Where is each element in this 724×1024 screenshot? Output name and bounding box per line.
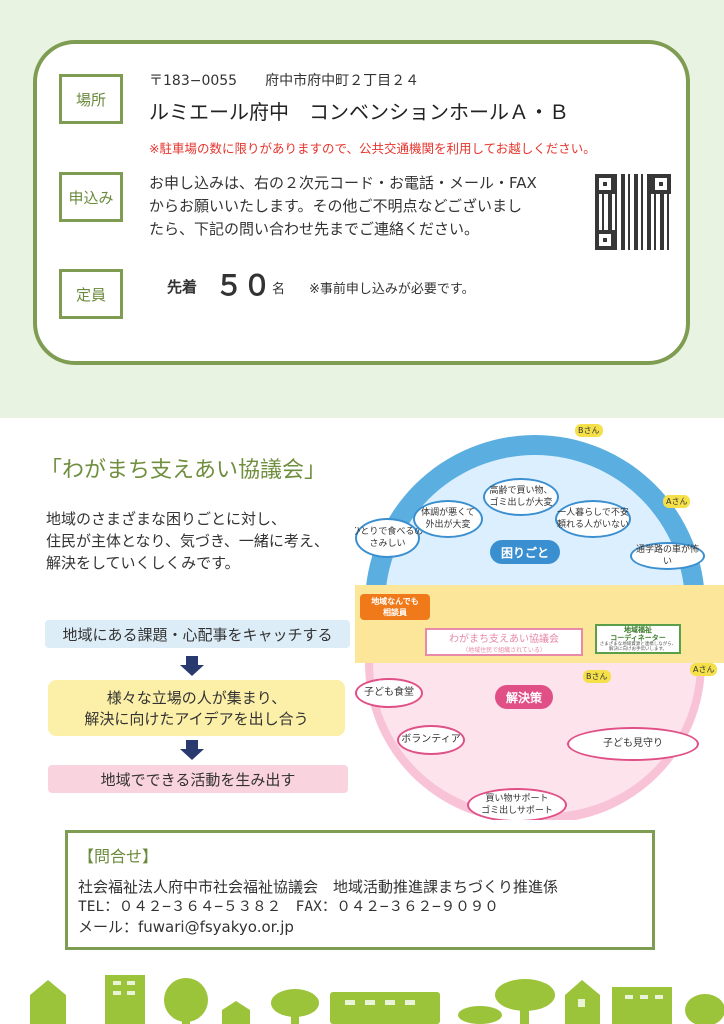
capacity-unit: 名 <box>272 282 286 297</box>
step-ideas: 様々な立場の人が集まり、 解決に向けたアイデアを出し合う <box>48 680 345 736</box>
problem-bubble: 体調が悪くて 外出が大変 <box>413 500 483 538</box>
event-info-section: 場所 〒183−0055 府中市府中町２丁目２４ ルミエール府中 コンベンション… <box>0 0 724 418</box>
person-tag: Aさん <box>690 663 718 676</box>
coordinator-box: 地域福祉 コーディネーター さまざまな地域資源と連携しながら、 解決に向けお手伝… <box>595 624 681 654</box>
problems-label: 困りごと <box>490 540 560 564</box>
coordinator-title: 地域福祉 コーディネーター <box>610 626 666 642</box>
solution-bubble: 子ども見守り <box>567 727 699 761</box>
council-description: 地域のさまざまな困りごとに対し、 住民が主体となり、気づき、一緒に考え、 解決を… <box>46 508 329 574</box>
capacity-label: 定員 <box>59 269 123 319</box>
step-line: 解決に向けたアイデアを出し合う <box>84 710 309 728</box>
consultant-tag: 地域なんでも 相談員 <box>360 594 430 620</box>
council-title: 「わがまち支えあい協議会」 <box>40 458 327 483</box>
step-line: 様々な立場の人が集まり、 <box>106 689 287 707</box>
person-tag: Bさん <box>583 670 611 683</box>
solutions-label: 解決策 <box>495 685 553 709</box>
person-tag: Bさん <box>575 424 603 437</box>
problem-bubble: 高齢で買い物、 ゴミ出しが大変 <box>483 478 559 516</box>
council-name: わがまち支えあい協議会 <box>449 634 559 645</box>
apply-line: からお願いいたします。その他ご不明点などございまし <box>149 197 523 215</box>
apply-line: お申し込みは、右の２次元コード・お電話・メール・FAX <box>149 174 537 192</box>
contact-box: 【問合せ】 社会福祉法人府中市社会福祉協議会 地域活動推進課まちづくり推進係 T… <box>65 830 655 950</box>
desc-line: 地域のさまざまな困りごとに対し、 <box>46 510 287 528</box>
coordinator-desc: さまざまな地域資源と連携しながら、 解決に向けお手伝いします。 <box>599 642 677 652</box>
apply-line: たら、下記の問い合わせ先までご連絡ください。 <box>149 220 480 238</box>
contact-phone[interactable]: TEL：０４２−３６４−５３８２ FAX：０４２−３６２−９０９０ <box>78 899 499 915</box>
step-catch: 地域にある課題・心配事をキャッチする <box>45 620 350 648</box>
step-activities: 地域でできる活動を生み出す <box>48 765 348 793</box>
problem-bubble: 通学路の車が怖い <box>630 542 705 570</box>
solution-bubble: 子ども食堂 <box>355 678 423 708</box>
solution-bubble: ボランティア <box>397 725 465 755</box>
capacity-note: ※事前申し込みが必要です。 <box>309 282 475 297</box>
capacity-prefix: 先着 <box>167 278 198 296</box>
contact-heading: 【問合せ】 <box>78 847 159 866</box>
apply-label: 申込み <box>59 172 123 222</box>
contact-email[interactable]: メール：fuwari@fsyakyo.or.jp <box>78 918 294 936</box>
apply-text: お申し込みは、右の２次元コード・お電話・メール・FAX からお願いいたします。そ… <box>149 172 537 241</box>
problem-bubble: 一人暮らしで不安 頼れる人がいない <box>555 500 631 538</box>
qr-code[interactable] <box>595 174 671 250</box>
arrow-down-icon <box>180 656 204 678</box>
person-tag: Aさん <box>663 495 691 508</box>
council-diagram: ひとりで食べるの さみしい 体調が悪くて 外出が大変 高齢で買い物、 ゴミ出しが… <box>355 420 724 820</box>
venue-name: ルミエール府中 コンベンションホールＡ・Ｂ <box>149 100 569 124</box>
desc-line: 解決をしていくしくみです。 <box>46 554 240 572</box>
capacity-number: ５０ <box>215 269 272 302</box>
solution-bubble: 買い物サポート ゴミ出しサポート <box>467 788 567 820</box>
venue-label: 場所 <box>59 74 123 124</box>
desc-line: 住民が主体となり、気づき、一緒に考え、 <box>46 532 329 550</box>
townscape-illustration <box>30 975 724 1024</box>
council-sub: （地域住民で組織されている） <box>462 647 546 654</box>
parking-note: ※駐車場の数に限りがありますので、公共交通機関を利用してお越しください。 <box>149 141 596 156</box>
council-box: わがまち支えあい協議会 （地域住民で組織されている） <box>425 628 583 656</box>
arrow-down-icon <box>180 740 204 762</box>
event-info-card: 場所 〒183−0055 府中市府中町２丁目２４ ルミエール府中 コンベンション… <box>33 40 690 365</box>
contact-org: 社会福祉法人府中市社会福祉協議会 地域活動推進課まちづくり推進係 <box>78 878 559 896</box>
venue-address: 〒183−0055 府中市府中町２丁目２４ <box>149 73 420 89</box>
problem-bubble: ひとりで食べるの さみしい <box>355 518 423 558</box>
